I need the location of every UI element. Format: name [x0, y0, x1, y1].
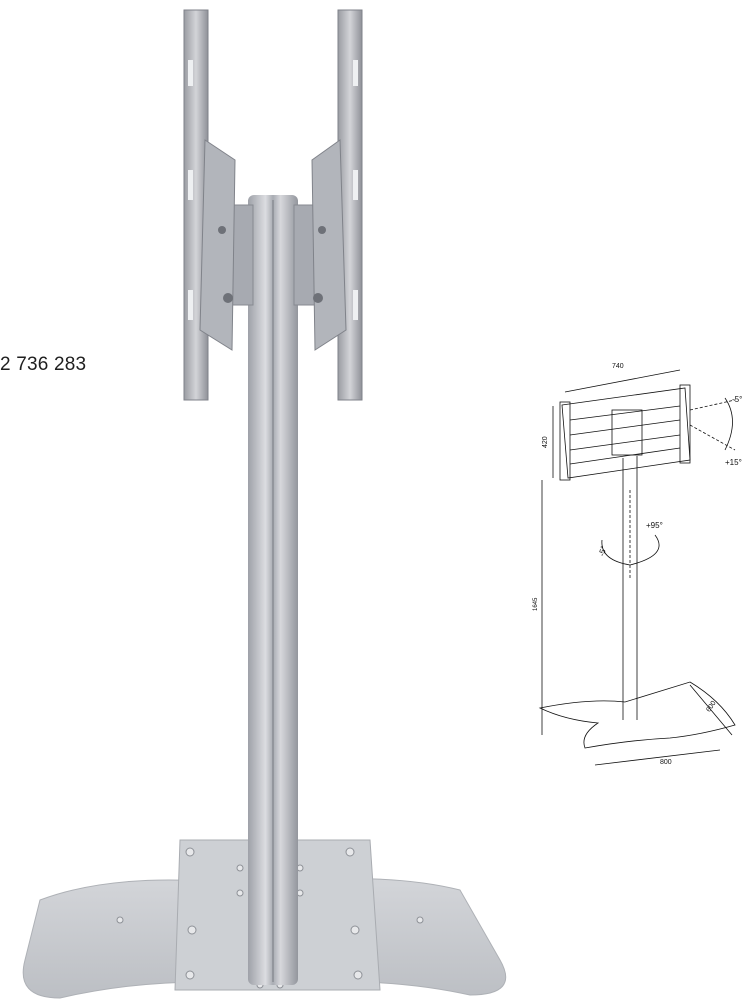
- dimension-drawing: 740 420 1645 600 800 -5° +15° +95° -5°: [533, 363, 742, 766]
- height-label: 420: [542, 436, 549, 448]
- base-depth-label: 600: [705, 700, 717, 714]
- tilt-up-label: -5°: [732, 395, 742, 404]
- product-code: 2 736 283: [0, 354, 87, 375]
- right-arm: [311, 139, 347, 351]
- pole-height-label: 1645: [533, 597, 539, 611]
- base-width-label: 800: [660, 759, 672, 766]
- floor-stand-photo: [22, 9, 507, 999]
- swivel-plus-label: +95°: [646, 521, 663, 530]
- width-label: 740: [612, 363, 624, 370]
- tilt-down-label: +15°: [725, 458, 742, 467]
- left-arm: [199, 139, 236, 351]
- swivel-minus-label: -5°: [597, 545, 608, 557]
- base-bolts: [116, 847, 424, 989]
- bracket-bolts: [218, 226, 326, 303]
